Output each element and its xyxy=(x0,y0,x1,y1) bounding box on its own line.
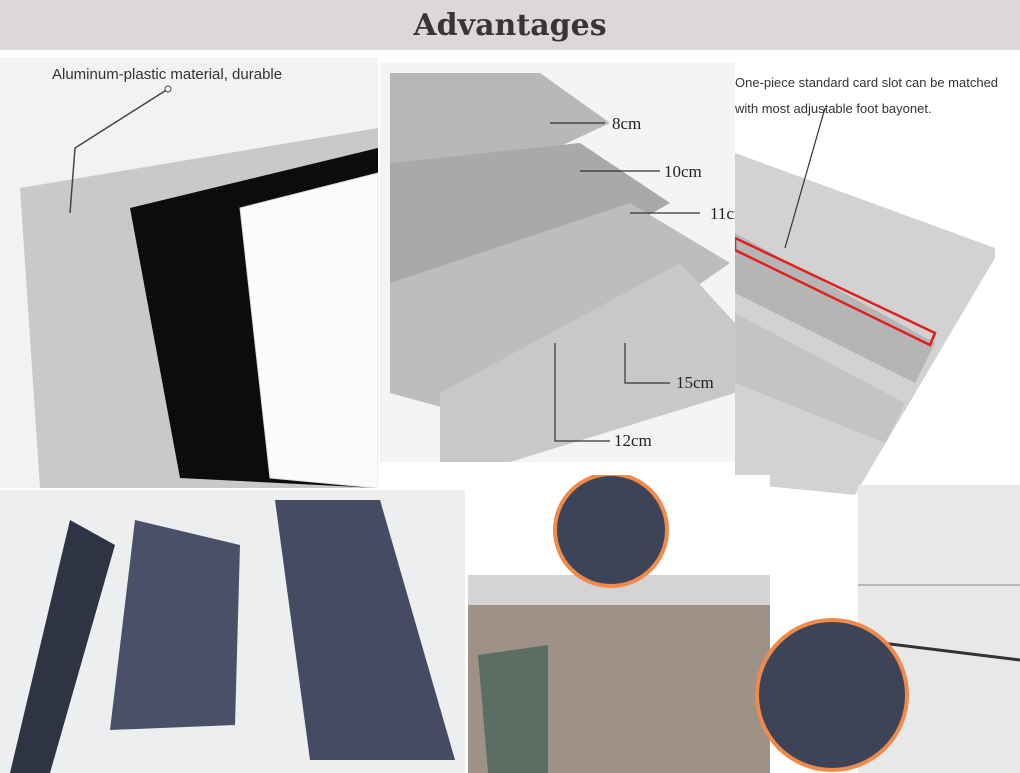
header-bar: Advantages xyxy=(0,0,1020,50)
kitchen-image xyxy=(468,475,770,773)
slot-caption-line1: One-piece standard card slot can be matc… xyxy=(735,75,999,90)
profiles-image xyxy=(0,490,465,773)
material-image: Aluminum-plastic material, durable xyxy=(0,58,378,488)
slot-image: One-piece standard card slot can be matc… xyxy=(735,63,1020,495)
cabinet-image xyxy=(752,485,1020,773)
height-label-12cm: 12cm xyxy=(614,431,652,450)
heights-image: 8cm 10cm 11cm 15cm 12cm xyxy=(380,63,735,462)
height-label-10cm: 10cm xyxy=(664,162,702,181)
page-title: Advantages xyxy=(413,7,607,43)
slot-caption-line2: with most adjustable foot bayonet. xyxy=(735,101,932,116)
height-label-8cm: 8cm xyxy=(612,114,642,133)
height-label-11cm: 11cm xyxy=(710,204,735,223)
height-label-15cm: 15cm xyxy=(676,373,714,392)
material-caption: Aluminum-plastic material, durable xyxy=(52,66,283,83)
